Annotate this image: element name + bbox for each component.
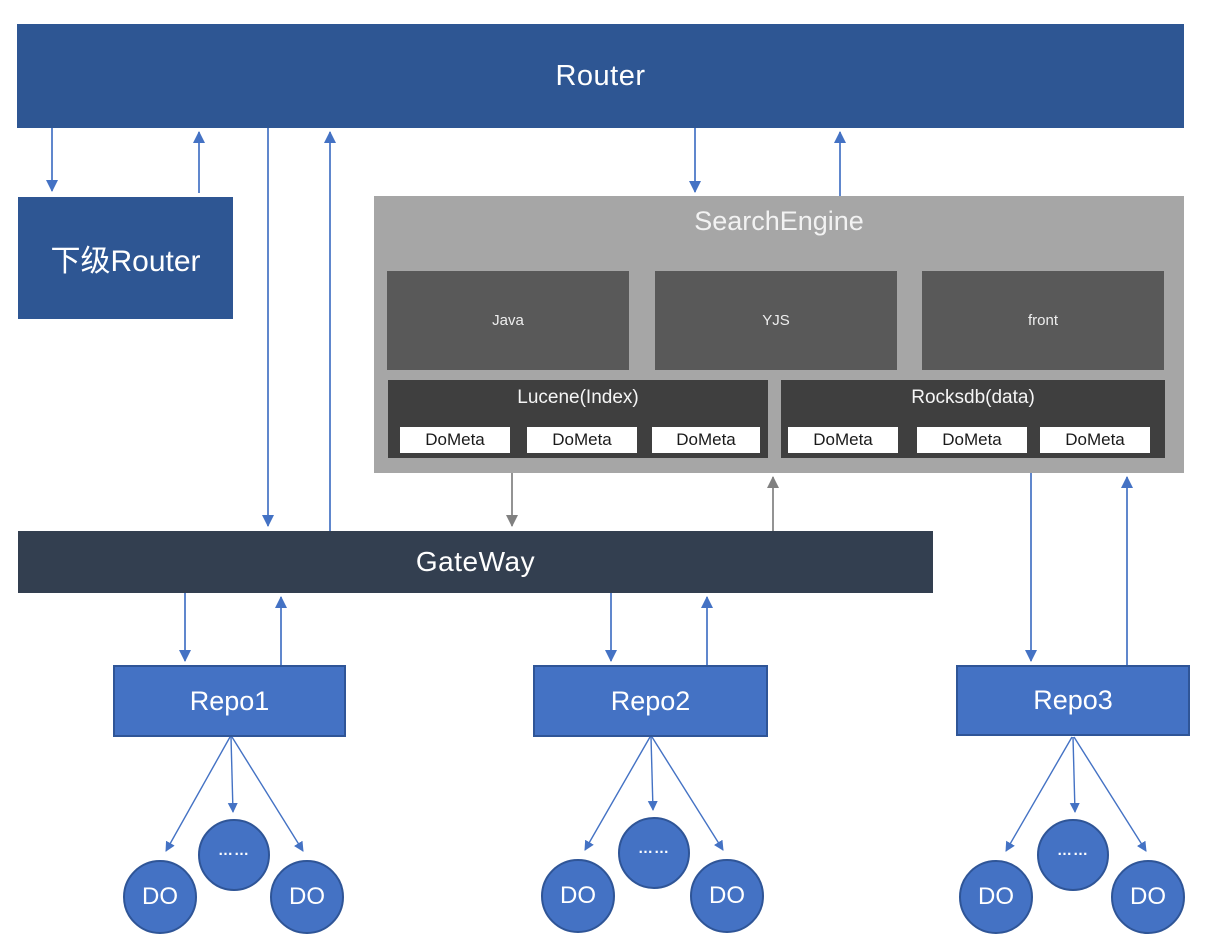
store-rocksdb-title: Rocksdb(data) [911,387,1035,408]
router-node: Router [17,24,1184,128]
repo3-ellipsis-circle: …… [1037,819,1109,891]
search-engine-title: SearchEngine [694,206,864,236]
repo1-do-circle-right: DO [270,860,344,934]
repo3-node: Repo3 [956,665,1190,736]
search-engine-container: SearchEngine Java YJS front Lucene(Index… [374,196,1184,473]
repo1-label: Repo1 [189,685,270,716]
repo3-label: Repo3 [1033,685,1113,715]
repo3-do-circle-left: DO [959,860,1033,934]
ellipsis-label: …… [218,841,250,859]
do-label: DO [978,883,1014,910]
gateway-label: GateWay [415,546,536,577]
module-java-label: Java [492,312,524,329]
store-rocksdb: Rocksdb(data) DoMeta DoMeta DoMeta [781,380,1165,458]
dometa-box: DoMeta [917,427,1027,453]
module-front: front [922,271,1164,370]
sub-router-label: 下级Router [50,245,201,278]
router-label: Router [555,59,646,92]
do-label: DO [560,882,596,909]
dometa-box: DoMeta [652,427,760,453]
repo3-do-circle-right: DO [1111,860,1185,934]
repo2-label: Repo2 [610,685,691,716]
arrow-repo2-to-ellipsis [647,736,658,811]
ellipsis-label: …… [1057,841,1089,859]
arrow-repo1-to-ellipsis [227,736,238,813]
arrow-repo3-to-ellipsis [1069,736,1080,813]
dometa-box: DoMeta [1040,427,1150,453]
repo2-do-circle-left: DO [541,859,615,933]
dometa-box: DoMeta [527,427,637,453]
do-label: DO [289,883,325,910]
module-yjs: YJS [655,271,897,370]
module-java: Java [387,271,629,370]
sub-router-node: 下级Router [18,197,233,319]
repo1-ellipsis-circle: …… [198,819,270,891]
gateway-node: GateWay [18,531,933,593]
dometa-box: DoMeta [788,427,898,453]
do-label: DO [142,883,178,910]
do-label: DO [709,882,745,909]
repo1-node: Repo1 [113,665,346,737]
dometa-box: DoMeta [400,427,510,453]
do-label: DO [1130,883,1166,910]
store-lucene-title: Lucene(Index) [517,387,639,408]
repo2-node: Repo2 [533,665,768,737]
module-front-label: front [1027,312,1058,329]
store-lucene: Lucene(Index) DoMeta DoMeta DoMeta [388,380,768,458]
module-yjs-label: YJS [762,312,790,329]
ellipsis-label: …… [638,839,670,857]
repo1-do-circle-left: DO [123,860,197,934]
repo2-ellipsis-circle: …… [618,817,690,889]
repo2-do-circle-right: DO [690,859,764,933]
